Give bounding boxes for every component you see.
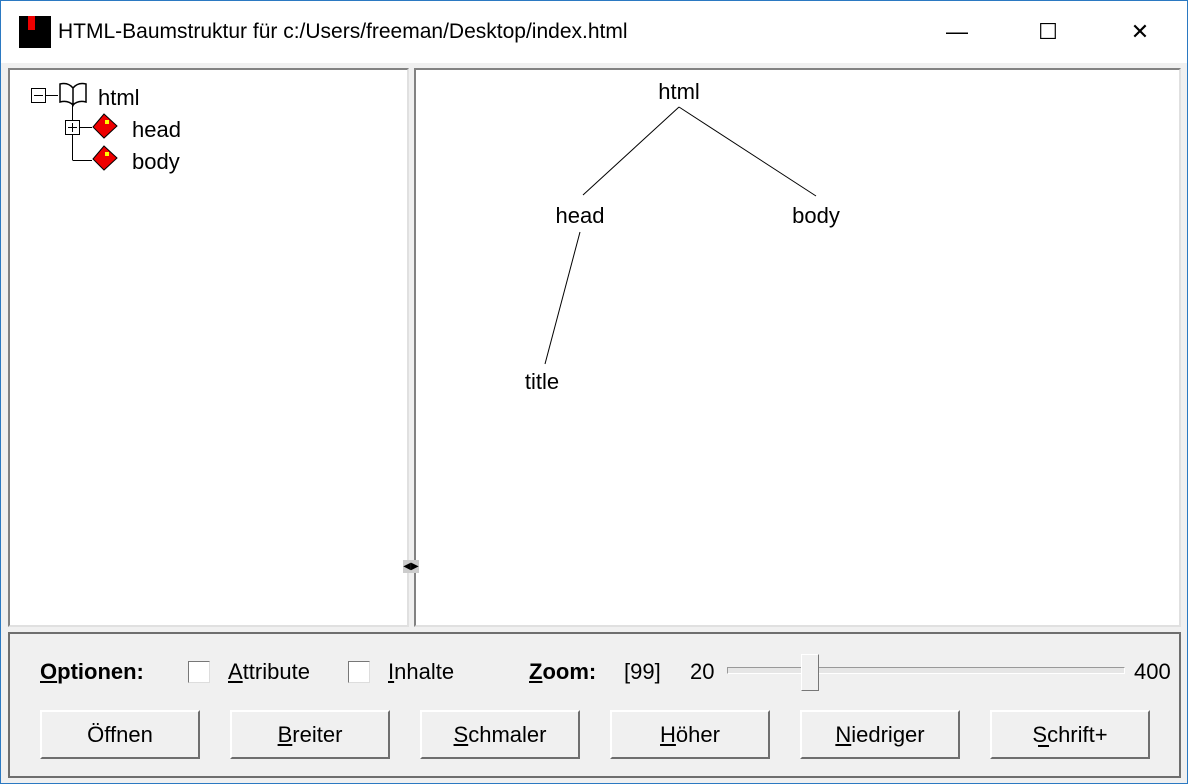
diagram-node-body: body [792,203,840,228]
expand-icon[interactable] [65,120,80,135]
narrower-button[interactable]: Schmaler [420,710,580,759]
tree-lines [31,82,118,171]
diagram-node-title: title [524,369,560,394]
zoom-value: [99] [624,659,661,684]
inhalte-label[interactable]: Inhalte [388,659,455,684]
book-icon [92,113,118,139]
diagram-edges [544,106,817,365]
options-label: Optionen: [40,659,144,684]
diagram-node-head: head [555,203,605,228]
taller-button[interactable]: Höher [610,710,770,759]
close-button[interactable]: ✕ [1130,19,1150,44]
window-title: HTML-Baumstruktur für c:/Users/freeman/D… [58,20,628,43]
tree-item-head[interactable]: head [132,117,181,142]
shorter-button[interactable]: Niedriger [800,710,960,759]
attribute-checkbox[interactable] [188,661,210,683]
wider-button[interactable]: Breiter [230,710,390,759]
open-button[interactable]: Öffnen [40,710,200,759]
accelerator-underline [1038,745,1049,747]
minimize-button[interactable]: — [946,19,968,44]
zoom-slider-track[interactable] [727,667,1125,674]
title-bar: HTML-Baumstruktur für c:/Users/freeman/D… [1,1,1187,63]
splitter-handle[interactable]: ◀▶ [403,560,419,573]
app-icon [19,16,51,48]
options-panel [8,632,1181,778]
diagram-view [414,68,1181,627]
tree-item-html[interactable]: html [98,85,140,110]
font-larger-button[interactable]: Schrift+ [990,710,1150,759]
inhalte-checkbox[interactable] [348,661,370,683]
collapse-icon[interactable] [31,88,46,103]
diagram-node-html: html [658,79,700,104]
zoom-max-label: 400 [1134,659,1171,684]
zoom-min-label: 20 [690,659,715,684]
tree-view[interactable] [8,68,409,627]
zoom-label: Zoom: [529,659,597,684]
book-icon [92,145,118,171]
zoom-slider-thumb[interactable] [800,654,819,691]
maximize-button[interactable]: ☐ [1038,19,1058,44]
tree-item-body[interactable]: body [132,149,180,174]
attribute-label[interactable]: Attribute [228,659,310,684]
